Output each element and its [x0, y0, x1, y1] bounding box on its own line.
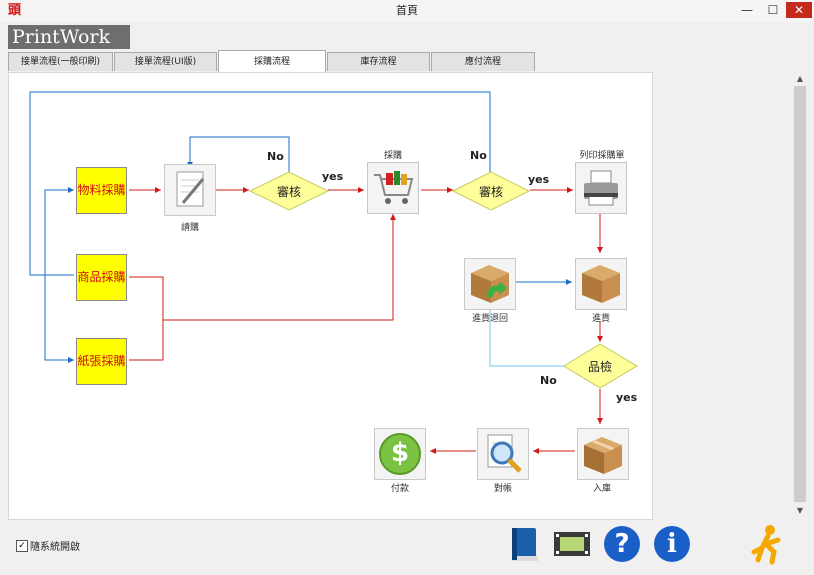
auto-start-checkbox[interactable]: ✓ [16, 540, 28, 552]
window-title: 首頁 [396, 4, 418, 17]
printer-icon [584, 170, 618, 206]
request-label: 請購 [180, 223, 199, 233]
review-label-1[interactable]: 審核 [276, 185, 301, 199]
stock-in-label: 入庫 [592, 484, 611, 494]
review-diamond-2 [451, 171, 531, 211]
tab-inventory-flow[interactable]: 庫存流程 [327, 52, 430, 71]
edge-yes-2: yes [528, 173, 550, 186]
tab-order-flow-general[interactable]: 接單流程(一般印刷) [8, 52, 113, 71]
inspect-diamond [563, 343, 638, 389]
edge-yes-3: yes [616, 391, 638, 404]
edge-yes-1: yes [322, 170, 344, 183]
film-strip-icon [554, 532, 590, 556]
tab-payable-flow[interactable]: 應付流程 [431, 52, 535, 71]
logo-band [0, 22, 814, 50]
review-diamond-1 [248, 171, 330, 211]
exit-button[interactable] [746, 522, 790, 566]
tab-purchase-flow[interactable]: 採購流程 [218, 50, 326, 72]
help-button[interactable] [600, 522, 644, 566]
running-man-icon [751, 525, 781, 565]
dollar-glyph: $ [390, 438, 410, 468]
scroll-up-arrow-icon[interactable]: ▲ [796, 74, 804, 83]
inspect-label[interactable]: 品檢 [587, 360, 612, 374]
scrollbar-thumb[interactable] [794, 86, 806, 502]
stock-in-node[interactable] [577, 428, 629, 480]
manual-book-button[interactable] [502, 522, 546, 566]
info-button[interactable] [650, 522, 694, 566]
cardboard-box-icon [582, 265, 620, 303]
info-glyph: i [667, 529, 677, 559]
material-purchase-box[interactable]: 物料採購 [76, 167, 127, 214]
reconcile-node[interactable] [477, 428, 529, 480]
shopping-cart-icon [374, 171, 414, 204]
purchase-node[interactable] [367, 162, 419, 214]
return-goods-label: 進貨退回 [471, 314, 508, 324]
maximize-button[interactable]: ☐ [767, 3, 779, 17]
tab-order-flow-ui[interactable]: 接單流程(UI版) [114, 52, 217, 71]
goods-purchase-box[interactable]: 商品採購 [76, 254, 127, 301]
book-icon [512, 528, 538, 561]
box-return-arrow-icon [471, 265, 509, 303]
close-button[interactable]: ✕ [786, 2, 812, 18]
review-label-2[interactable]: 審核 [478, 185, 503, 199]
printwork-logo: PrintWork [8, 25, 130, 49]
purchase-label: 採購 [383, 151, 402, 161]
notepad-pen-icon [176, 171, 205, 207]
print-po-label: 列印採購單 [579, 151, 625, 161]
request-node[interactable] [164, 164, 216, 216]
edge-no-1: No [267, 150, 284, 163]
payment-label: 付款 [390, 484, 409, 494]
help-circle-icon [604, 526, 640, 562]
payment-node[interactable] [374, 428, 426, 480]
edge-no-3: No [540, 374, 557, 387]
minimize-button[interactable]: — [741, 3, 753, 17]
paper-purchase-box[interactable]: 紙張採購 [76, 338, 127, 385]
app-logo-icon: 頭 [8, 3, 22, 18]
video-tutorial-button[interactable] [550, 522, 594, 566]
receive-node[interactable] [575, 258, 627, 310]
magnifier-document-icon [487, 434, 522, 473]
scroll-down-arrow-icon[interactable]: ▼ [796, 506, 804, 515]
receive-label: 進貨 [591, 314, 610, 324]
auto-start-label: 隨系統開啟 [30, 542, 80, 553]
print-po-node[interactable] [575, 162, 627, 214]
closed-box-icon [584, 437, 622, 474]
help-glyph: ? [614, 529, 630, 559]
dollar-coin-icon [379, 433, 421, 475]
edge-no-2: No [470, 149, 487, 162]
info-circle-icon [654, 526, 690, 562]
return-goods-node[interactable] [464, 258, 516, 310]
reconcile-label: 對帳 [493, 484, 512, 494]
